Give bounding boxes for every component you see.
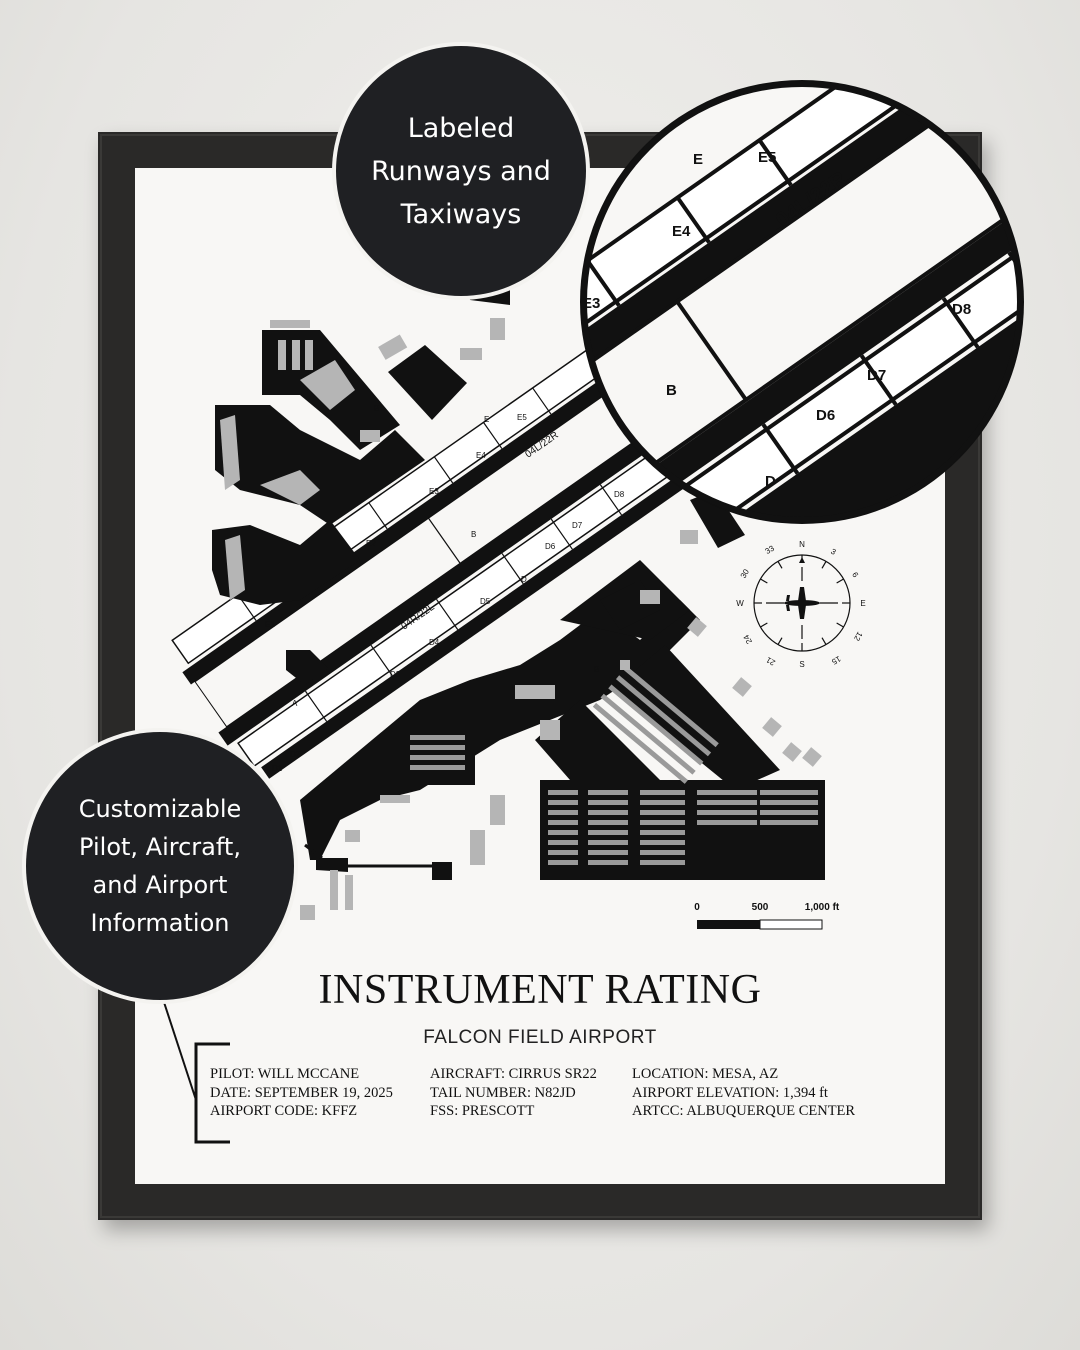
map-label: B bbox=[594, 665, 599, 674]
map-label: D6 bbox=[545, 542, 556, 551]
callout-leader bbox=[159, 989, 197, 1101]
zoom-label: E bbox=[693, 151, 703, 168]
map-label: E bbox=[484, 415, 489, 424]
info-fss: FSS: PRESCOTT bbox=[430, 1103, 535, 1119]
runway-04l-22r bbox=[182, 305, 716, 685]
info-tail-number: TAIL NUMBER: N82JD bbox=[430, 1084, 576, 1101]
scale-label: 500 bbox=[752, 902, 769, 913]
map-label: E5 bbox=[517, 413, 527, 422]
callout-line: Pilot, Aircraft, bbox=[79, 833, 241, 861]
compass-label: 15 bbox=[830, 654, 843, 667]
poster-title: INSTRUMENT RATING bbox=[318, 967, 762, 1013]
info-elevation: AIRPORT ELEVATION: 1,394 ft bbox=[632, 1084, 828, 1101]
info-bracket bbox=[194, 1042, 230, 1144]
info-airport-code: AIRPORT CODE: KFFZ bbox=[210, 1103, 358, 1119]
callout-line: Information bbox=[90, 909, 230, 937]
scale-label: 1,000 ft bbox=[805, 902, 840, 913]
scale-bar: 0 500 1,000 ft bbox=[694, 902, 840, 930]
runway-04r-22l bbox=[218, 359, 761, 746]
map-label: D3 bbox=[390, 670, 401, 679]
compass-label: 6 bbox=[850, 571, 860, 580]
info-location: LOCATION: MESA, AZ bbox=[632, 1066, 779, 1082]
zoom-circle: E E5 E4 E3 B D8 D7 D6 D 04L/22R bbox=[580, 80, 1024, 524]
compass-label: 12 bbox=[852, 630, 865, 643]
compass-label: 3 bbox=[829, 547, 838, 557]
info-column-aircraft: AIRCRAFT: CIRRUS SR22 TAIL NUMBER: N82JD… bbox=[430, 1065, 597, 1121]
compass-label: 24 bbox=[741, 633, 754, 646]
callout-line: Labeled bbox=[407, 112, 515, 144]
info-artcc: ARTCC: ALBUQUERQUE CENTER bbox=[632, 1103, 856, 1119]
compass-label: 21 bbox=[764, 655, 777, 668]
info-date: DATE: SEPTEMBER 19, 2025 bbox=[210, 1084, 393, 1101]
map-label: D4 bbox=[429, 638, 440, 647]
map-label: D1 bbox=[272, 764, 283, 773]
map-label: D8 bbox=[614, 490, 625, 499]
map-label: E3 bbox=[429, 487, 439, 496]
buildings-gray-south bbox=[300, 530, 822, 920]
zoom-label: E3 bbox=[582, 295, 600, 312]
callout-line: Taxiways bbox=[400, 198, 522, 230]
zoom-label: D bbox=[765, 473, 776, 490]
callout-customizable: Customizable Pilot, Aircraft, and Airpor… bbox=[26, 732, 294, 1000]
info-pilot: PILOT: WILL MCCANE bbox=[210, 1066, 360, 1082]
info-aircraft: AIRCRAFT: CIRRUS SR22 bbox=[430, 1066, 597, 1082]
map-label: D2 bbox=[290, 750, 301, 759]
compass-label: E bbox=[860, 599, 865, 608]
compass-label: W bbox=[736, 599, 744, 608]
compass-label: N bbox=[799, 540, 805, 549]
compass-label: 33 bbox=[764, 543, 777, 556]
zoom-label: B bbox=[666, 382, 677, 399]
info-column-location: LOCATION: MESA, AZ AIRPORT ELEVATION: 1,… bbox=[632, 1065, 855, 1121]
compass-label: 30 bbox=[739, 567, 752, 580]
map-label: D7 bbox=[572, 521, 583, 530]
map-label: B bbox=[374, 404, 379, 413]
scale-label: 0 bbox=[694, 902, 700, 913]
callout-line: Customizable bbox=[78, 795, 242, 823]
zoom-label: E5 bbox=[758, 149, 776, 166]
buildings-gray-northwest bbox=[220, 318, 505, 600]
map-label: E1 bbox=[265, 620, 275, 629]
airplane-icon bbox=[784, 587, 820, 619]
compass-rose: N 3 6 E 12 15 S 21 24 W 30 33 bbox=[736, 540, 865, 669]
hangar-rows bbox=[410, 666, 818, 865]
callout-line: Runways and bbox=[371, 155, 551, 187]
map-label: B bbox=[471, 530, 476, 539]
callout-line: and Airport bbox=[92, 871, 228, 899]
zoom-label: D6 bbox=[816, 407, 835, 424]
zoom-label: E4 bbox=[672, 223, 691, 240]
map-label: D bbox=[521, 575, 527, 584]
map-label: E4 bbox=[476, 451, 486, 460]
zoom-label: D7 bbox=[867, 367, 886, 384]
info-column-pilot: PILOT: WILL MCCANE DATE: SEPTEMBER 19, 2… bbox=[210, 1065, 393, 1121]
map-label: A bbox=[292, 699, 298, 708]
poster-subtitle: FALCON FIELD AIRPORT bbox=[423, 1027, 657, 1048]
map-label: E2 bbox=[366, 539, 376, 548]
callout-runways: Labeled Runways and Taxiways bbox=[336, 46, 586, 296]
compass-label: S bbox=[799, 660, 804, 669]
zoom-label: D8 bbox=[952, 301, 971, 318]
map-label: D5 bbox=[480, 597, 491, 606]
